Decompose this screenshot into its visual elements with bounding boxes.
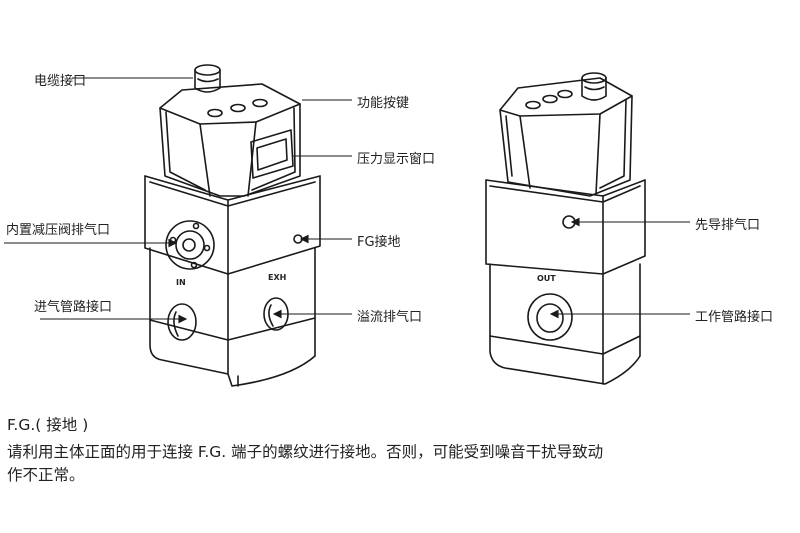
label-pressure-window: 压力显示窗口 [357, 152, 436, 167]
note-line-1: 请利用主体正面的用于连接 F.G. 端子的螺纹进行接地。否则，可能受到噪音干扰导… [7, 443, 604, 461]
label-inlet-port: 进气管路接口 [34, 300, 113, 315]
label-cable-port: 电缆接口 [34, 74, 87, 89]
in-marking: IN [176, 278, 186, 287]
note-title: F.G.( 接地 ) [7, 416, 89, 434]
label-function-keys: 功能按键 [357, 96, 410, 111]
label-overflow-exhaust: 溢流排气口 [357, 310, 423, 325]
right-valve [485, 72, 646, 385]
exh-marking: EXH [268, 273, 286, 282]
left-valve [144, 64, 321, 387]
note-line-2: 作不正常。 [7, 466, 85, 484]
valve-diagram: IN EXH OUT [4, 64, 690, 387]
out-marking: OUT [537, 274, 556, 283]
label-work-port: 工作管路接口 [695, 310, 774, 325]
label-relief-exhaust: 内置减压阀排气口 [6, 223, 111, 238]
label-fg-ground: FG接地 [357, 235, 401, 250]
label-pilot-exhaust: 先导排气口 [695, 218, 761, 233]
